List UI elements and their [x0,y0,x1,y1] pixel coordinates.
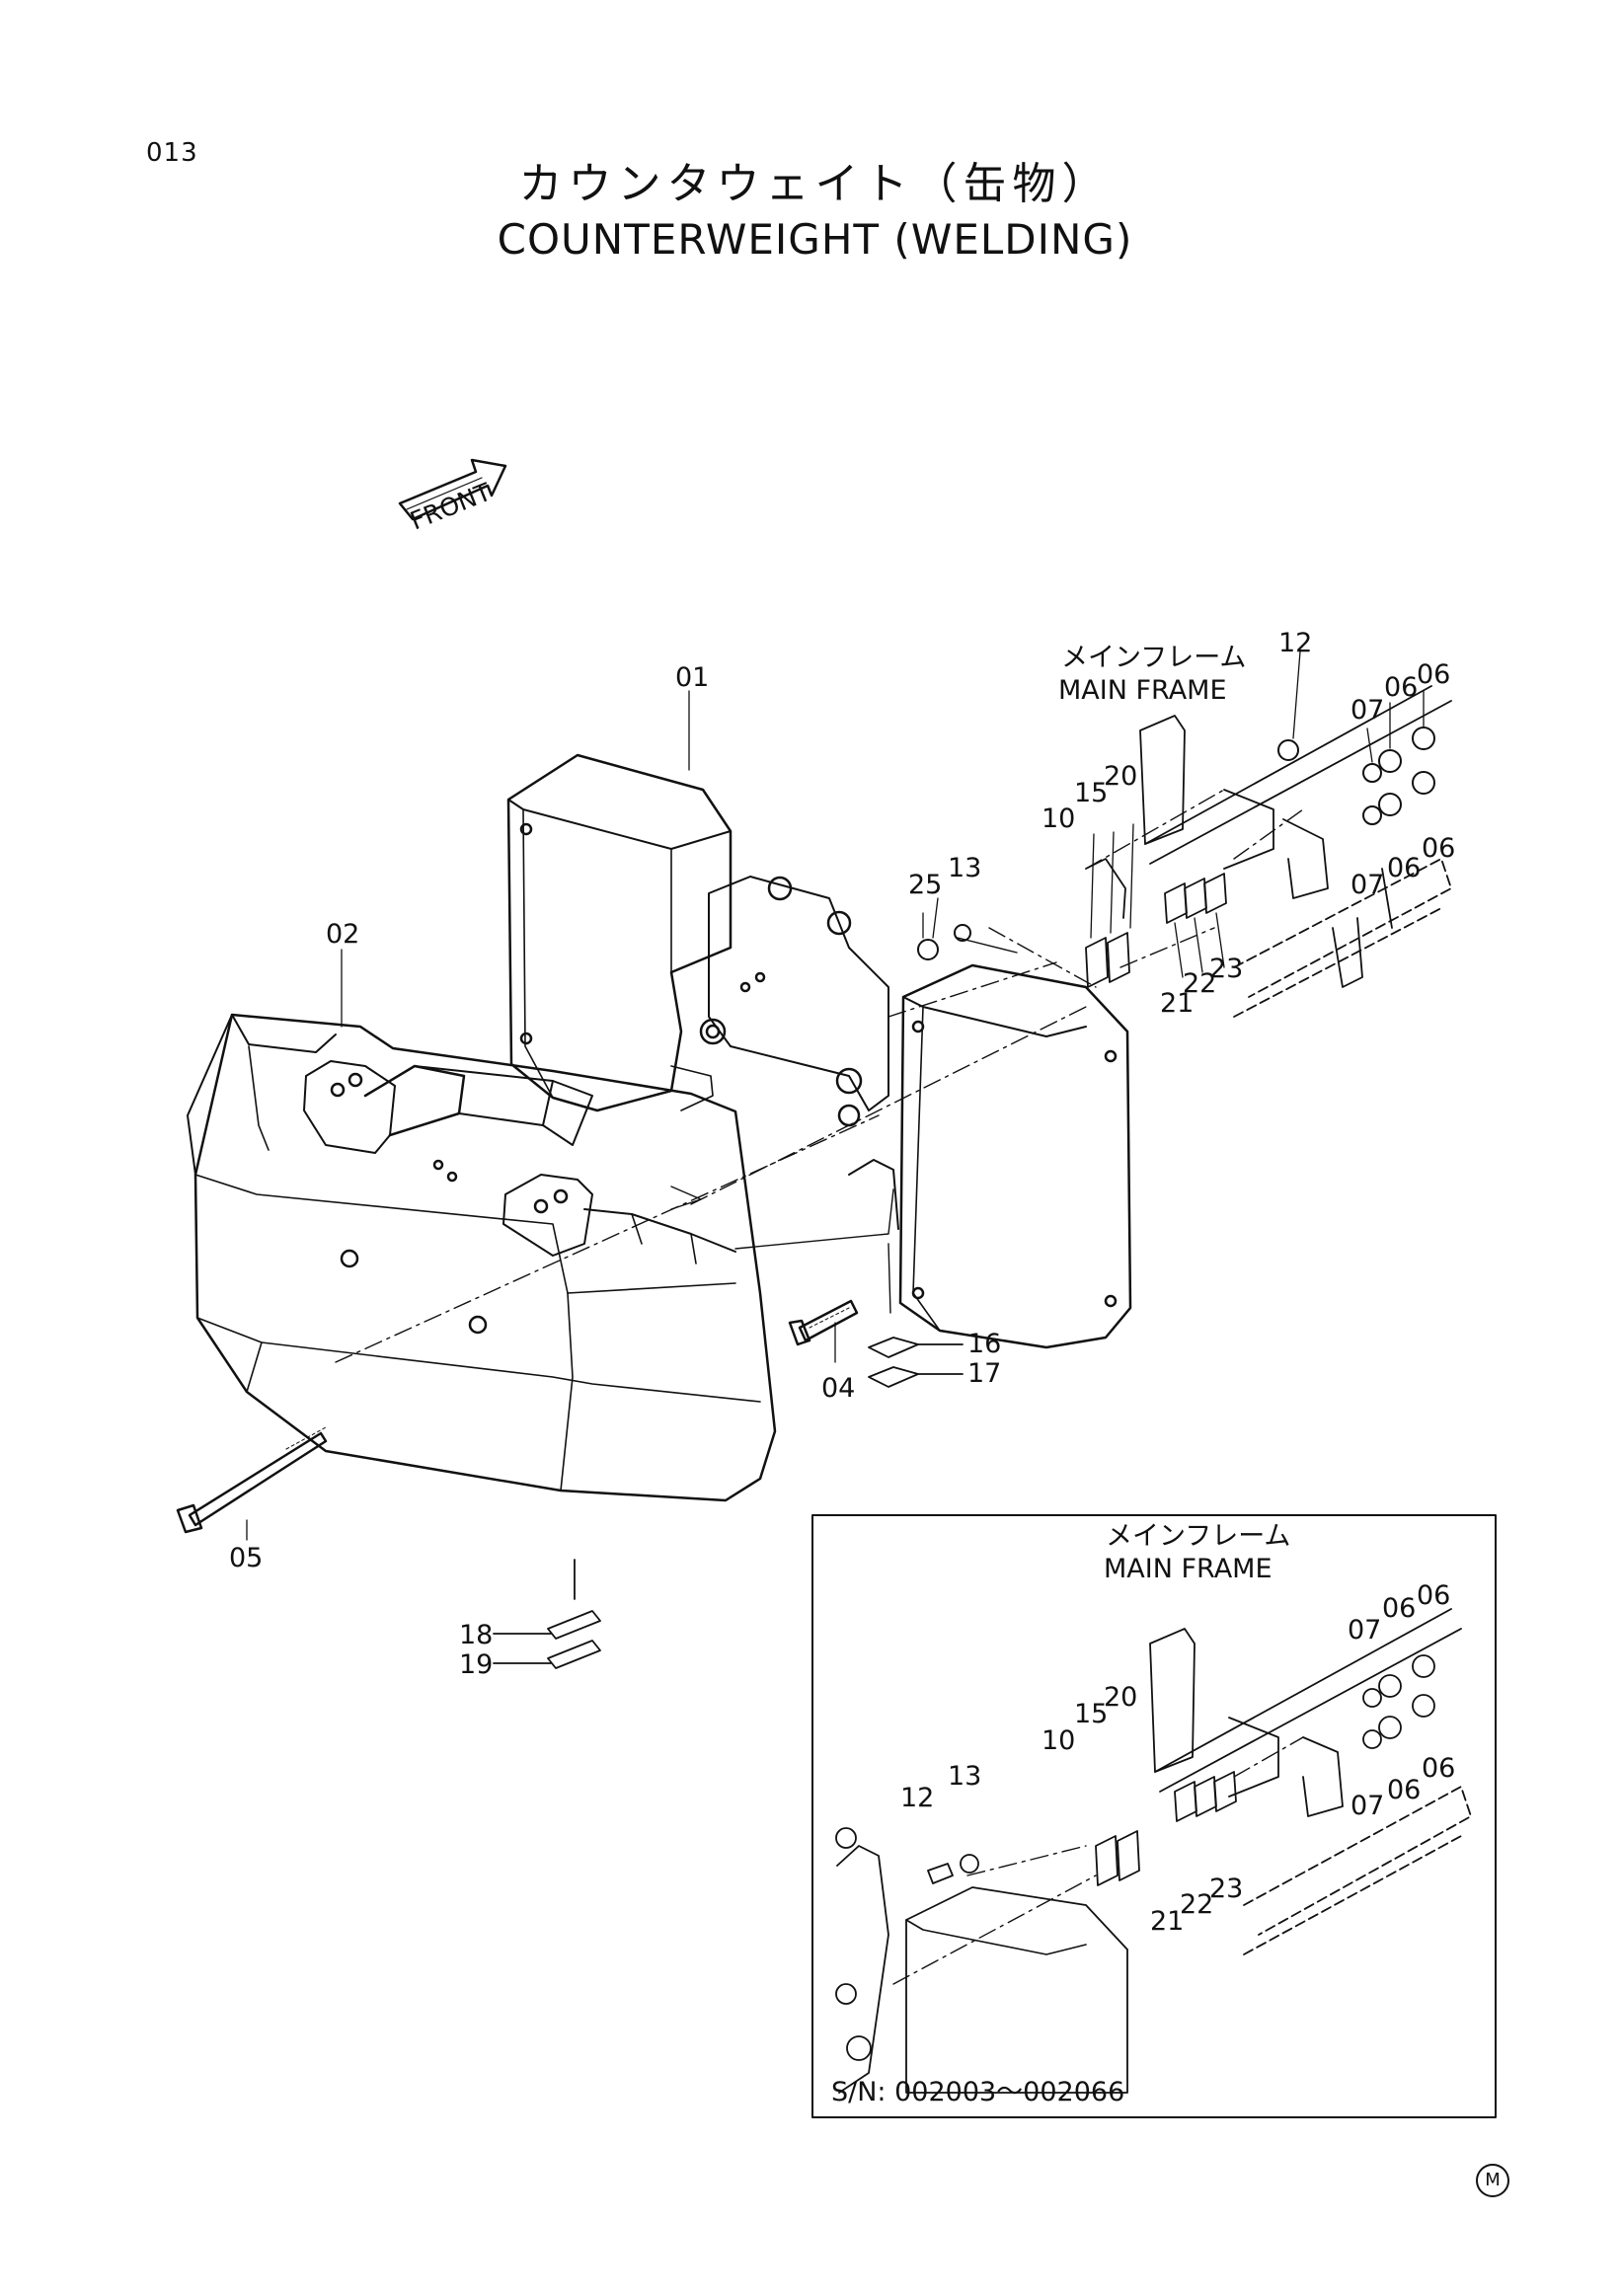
front-arrow-icon [398,458,507,521]
inset-callout-07-a: 07 [1348,1615,1381,1645]
counterweight-casing-part-02 [187,1013,777,1502]
bolt-part-05 [176,1426,328,1534]
page-code: 013 [146,138,198,168]
inset-callout-20: 20 [1104,1682,1137,1713]
inset-callout-15: 15 [1074,1699,1108,1729]
callout-07-a: 07 [1350,695,1384,726]
page-title: カウンタウェイト（缶物） COUNTERWEIGHT (WELDING) [0,148,1620,264]
weight-block-part-01 [506,753,899,1230]
front-label: FRONT [406,477,496,535]
callout-25: 25 [908,870,942,900]
callout-06-a: 06 [1384,672,1418,703]
inset-main-frame-label-en: MAIN FRAME [1104,1554,1273,1584]
bolt-part-04 [788,1299,859,1346]
callout-15: 15 [1074,778,1108,808]
inset-callout-06-c: 06 [1387,1775,1421,1805]
callout-19: 19 [459,1649,493,1680]
inset-callout-22: 22 [1180,1889,1213,1920]
weight-block-face [898,963,1132,1349]
revision-mark: M [1476,2164,1509,2197]
callout-23: 23 [1209,954,1243,984]
callout-13: 13 [948,853,981,883]
callout-22: 22 [1183,968,1216,999]
inset-main-frame-label-jp: メインフレーム [1106,1521,1290,1552]
callout-20: 20 [1104,761,1137,792]
callout-07-b: 07 [1350,870,1384,900]
callout-06-b: 06 [1417,659,1450,690]
callout-06-c: 06 [1387,853,1421,883]
inset-callout-06-b: 06 [1417,1580,1450,1611]
callout-06-d: 06 [1422,833,1455,864]
main-frame-label-en: MAIN FRAME [1058,675,1227,706]
inset-callout-23: 23 [1209,1874,1243,1904]
callout-21: 21 [1160,988,1194,1019]
title-japanese: カウンタウェイト（缶物） [518,159,1112,209]
nut-and-washer-icons [917,727,1435,960]
callout-16: 16 [967,1329,1001,1359]
inset-callout-12: 12 [900,1783,934,1813]
inset-callout-13: 13 [948,1761,981,1792]
shims-parts-18-19 [493,1559,601,1669]
callout-04: 04 [821,1373,855,1404]
callout-05: 05 [229,1543,263,1573]
main-frame-assembly [1085,685,1452,1018]
callout-12: 12 [1278,628,1312,658]
inset-frame [811,1514,1497,2118]
title-english: COUNTERWEIGHT (WELDING) [497,215,1133,264]
main-frame-label-jp: メインフレーム [1061,643,1246,673]
inset-serial-range: S/N: 002003～002066 [831,2077,1124,2107]
inset-callout-06-a: 06 [1382,1593,1416,1624]
callout-02: 02 [326,919,359,950]
callout-10: 10 [1041,804,1075,834]
inset-callout-07-b: 07 [1350,1791,1384,1821]
callout-17: 17 [967,1358,1001,1389]
shims-parts-16-17 [868,1337,964,1388]
callout-01: 01 [675,662,709,693]
inset-callout-21: 21 [1150,1906,1184,1937]
inset-callout-10: 10 [1041,1725,1075,1756]
inset-drawing [835,1608,1472,2094]
callout-18: 18 [459,1620,493,1650]
inset-callout-06-d: 06 [1422,1753,1455,1784]
